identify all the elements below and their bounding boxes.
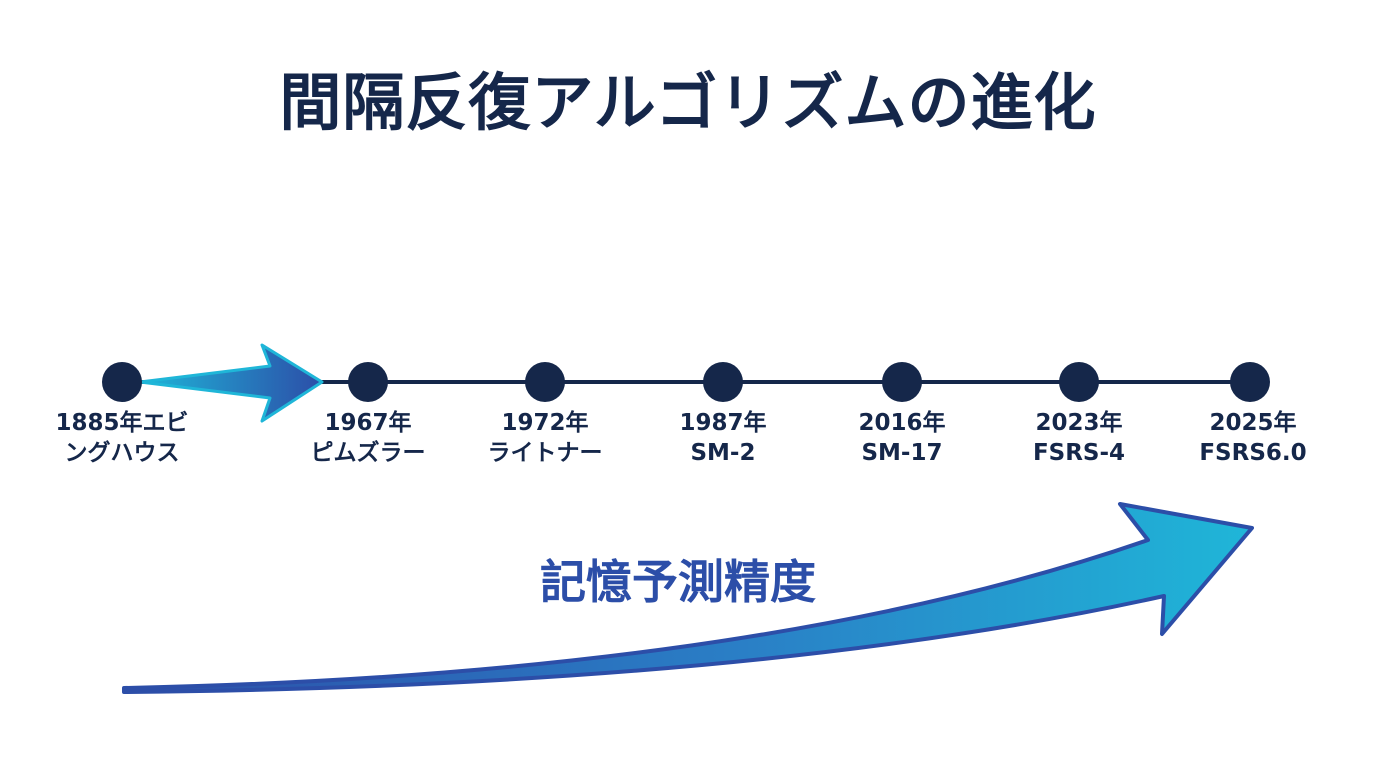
accuracy-trend-arrow (122, 502, 1254, 694)
milestone-label: 1885年エビングハウス (32, 408, 212, 468)
milestone-year: 2016年 (858, 410, 946, 436)
page-title: 間隔反復アルゴリズムの進化 (279, 66, 1097, 139)
timeline-node (882, 362, 922, 402)
timeline-node (1059, 362, 1099, 402)
milestone-year: 1967年 (324, 410, 412, 436)
milestone-label: 1987年 SM-2 (633, 408, 813, 468)
milestone-label: 2016年 SM-17 (812, 408, 992, 468)
milestone-name: ングハウス (64, 440, 180, 466)
milestone-name: ピムズラー (310, 440, 426, 466)
milestone-year: 2025年 (1209, 410, 1297, 436)
milestone-label: 1972年ライトナー (455, 408, 635, 468)
milestone-year: 1885年エビ (55, 410, 189, 436)
milestone-year: 1987年 (679, 410, 767, 436)
milestone-year: 2023年 (1035, 410, 1123, 436)
timeline-node (348, 362, 388, 402)
milestone-label: 2025年 FSRS6.0 (1163, 408, 1343, 468)
milestone-name: ライトナー (487, 440, 603, 466)
milestone-year: 1972年 (501, 410, 589, 436)
timeline-node (525, 362, 565, 402)
milestone-label: 1967年ピムズラー (278, 408, 458, 468)
milestone-name: SM-17 (861, 440, 943, 466)
progress-arrow-small (138, 343, 324, 423)
accuracy-label: 記憶予測精度 (540, 555, 816, 609)
timeline-node (102, 362, 142, 402)
milestone-name: SM-2 (690, 440, 756, 466)
milestone-name: FSRS6.0 (1199, 440, 1307, 466)
timeline-node (703, 362, 743, 402)
timeline-node (1230, 362, 1270, 402)
milestone-name: FSRS-4 (1032, 440, 1126, 466)
milestone-label: 2023年 FSRS-4 (989, 408, 1169, 468)
